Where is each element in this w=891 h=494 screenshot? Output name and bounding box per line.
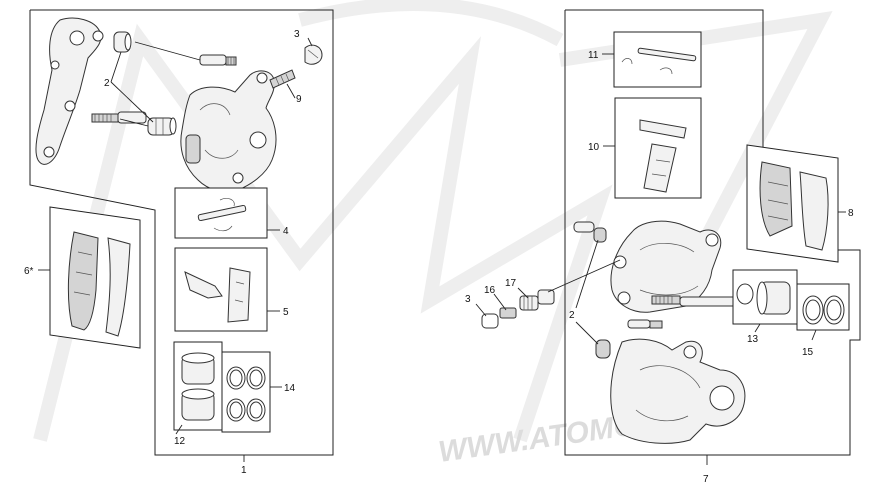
callout-12: 12	[174, 436, 186, 447]
callout-2: 2	[104, 78, 110, 89]
callout-17: 17	[505, 278, 517, 289]
right-rear-caliper-assembly: 11 10 8	[465, 9, 861, 485]
rear-slide-pin-lower	[627, 319, 663, 329]
rear-upper-pin	[573, 221, 607, 243]
callout-13: 13	[747, 334, 759, 345]
callout-11: 11	[588, 50, 599, 61]
rear-slide-pin	[651, 295, 739, 307]
left-front-caliper-assembly: 2 3 9 4 5 12	[29, 9, 334, 476]
callout-10: 10	[588, 142, 600, 153]
caliper-body	[180, 70, 277, 193]
rear-pad-pin	[621, 47, 697, 75]
front-brake-pads-group: 6*	[24, 206, 141, 349]
bleed-cap	[304, 44, 323, 65]
rear-bleed-cap	[481, 313, 499, 329]
front-pad-backplate	[105, 237, 131, 337]
piston-lower	[181, 388, 215, 421]
callout-4: 4	[283, 226, 289, 237]
dust-boot-upper	[113, 31, 132, 53]
dust-boot-lower	[147, 117, 177, 136]
rear-dust-boot	[595, 339, 611, 359]
rear-pad-spring	[639, 119, 687, 193]
slide-pin-lower	[91, 111, 147, 124]
callout-5: 5	[283, 307, 289, 318]
slide-pin-upper	[199, 54, 237, 66]
callout-15: 15	[802, 347, 814, 358]
callout-3: 3	[294, 29, 300, 40]
front-brake-pad	[67, 231, 99, 331]
callout-8: 8	[848, 208, 854, 219]
callout-16: 16	[484, 285, 496, 296]
callout-3-rear: 3	[465, 294, 471, 305]
piston-upper	[181, 352, 215, 385]
right-group-frame	[564, 9, 861, 456]
rear-seal-rings	[802, 295, 845, 325]
rear-bleed-screw	[499, 289, 555, 319]
rear-piston	[736, 281, 791, 315]
pad-pin	[197, 198, 247, 232]
rear-caliper-bracket	[610, 338, 746, 444]
rear-pad-backplate	[799, 171, 829, 251]
seal-kit-box	[221, 351, 271, 433]
callout-2-rear: 2	[569, 310, 575, 321]
callout-7: 7	[703, 474, 709, 485]
caliper-bracket	[35, 17, 102, 165]
pad-spring-clip	[184, 267, 251, 323]
rear-caliper-body	[610, 220, 722, 313]
callout-14: 14	[284, 383, 296, 394]
rear-brake-pad	[759, 161, 793, 237]
callout-6: 6*	[24, 266, 34, 277]
callout-9: 9	[296, 94, 302, 105]
seal-rings	[226, 366, 266, 422]
pad-spring-box	[174, 247, 268, 332]
bleed-screw	[269, 69, 296, 89]
callout-1: 1	[241, 465, 247, 476]
left-group-frame	[29, 9, 334, 456]
